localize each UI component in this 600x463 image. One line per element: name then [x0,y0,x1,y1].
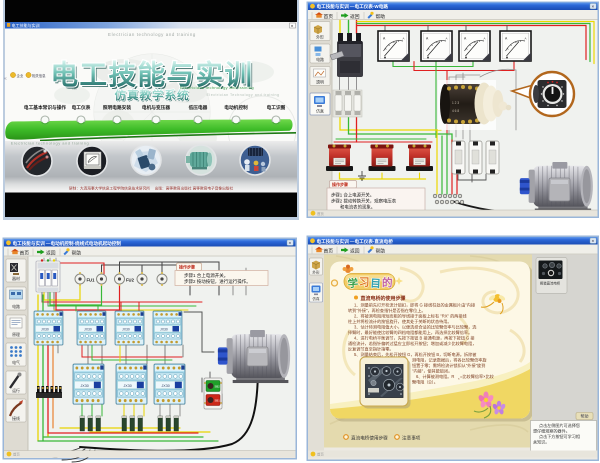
svg-text:1、测量前先打开检流计锁扣，即将 G 接线柱处的金属板片由": 1、测量前先打开检流计锁扣，即将 G 接线柱处的金属板片由"内接 [354,302,475,308]
svg-text:1 2 3: 1 2 3 [452,101,459,105]
svg-text:x: x [458,376,460,380]
svg-text:"内接"，使其能锁闭。: "内接"，使其能锁闭。 [412,368,452,374]
svg-text:4、进行电桥平衡调节，先按下按钮 B 接通电源，再按下按钮: 4、进行电桥平衡调节，先按下按钮 B 接通电源，再按下按钮 G 接 [354,335,475,341]
svg-text:电动机控制: 电动机控制 [224,104,248,111]
svg-text:×: × [289,241,292,246]
svg-text:通检流计，若指针偏转过猛应立即松开按钮；增加或减少比较臂电阻: 通检流计，若指针偏转过猛应立即松开按钮；增加或减少比较臂电阻， [348,340,476,346]
svg-text:运行: 运行 [12,388,20,393]
svg-text:电气: 电气 [12,360,20,365]
svg-text:步骤2 拨动转换开关，观察电压表: 步骤2 拨动转换开关，观察电压表 [331,198,397,205]
svg-text:原理: 原理 [12,332,20,337]
svg-text:钮置于零；需将检流计锁扣从"外接"旋到: 钮置于零；需将检流计锁扣从"外接"旋到 [412,362,485,368]
svg-text:首页: 首页 [317,211,324,216]
svg-text:电路: 电路 [12,304,20,309]
svg-text:照明电路安装: 照明电路安装 [103,104,131,111]
svg-text:择臂时，最好能使比较臂的四档电阻都能用上，再选择比较臂倍率。: 择臂时，最好能使比较臂的四档电阻都能用上，再选择比较臂倍率。 [348,329,472,335]
svg-text:直流电桥使用步骤: 直流电桥使用步骤 [351,435,388,442]
svg-text:企业: 企业 [17,73,24,78]
svg-text:电工技能与实训: 电工技能与实训 [51,59,254,90]
svg-text:×: × [291,23,294,28]
svg-text:接线: 接线 [12,416,20,421]
svg-text:器材: 器材 [12,276,20,281]
svg-text:FU1: FU1 [87,278,96,283]
svg-text:cc: cc [72,87,76,91]
svg-text:注意事项: 注意事项 [402,435,421,442]
svg-text:仿真: 仿真 [316,109,324,114]
svg-text:转到"外接"，再检查指针是否指在零位上。: 转到"外接"，再检查指针是否指在零位上。 [348,307,425,313]
svg-text:«: « [74,86,77,92]
svg-text:习: 习 [359,277,370,289]
svg-text:电工技能与实训 —电工仪表-W电路: 电工技能与实训 —电工仪表-W电路 [317,3,389,10]
svg-text:低压电器: 低压电器 [188,104,208,111]
svg-text:电工技能与实训: 电工技能与实训 [12,22,40,28]
svg-text:Electrician technology and tra: Electrician technology and training [108,32,196,37]
svg-text:SB2: SB2 [215,385,221,389]
svg-text:和电流表的现象。: 和电流表的现象。 [340,203,375,210]
svg-text:操作步骤: 操作步骤 [332,181,348,187]
svg-text:电工仪表: 电工仪表 [72,104,91,111]
svg-text:直流电桥的使用步骤: 直流电桥的使用步骤 [361,295,406,302]
svg-text:测电阻，记录数据后，将各比较臂倍率旋: 测电阻，记录数据后，将各比较臂倍率旋 [412,357,487,363]
svg-text:电工技能与实训 —电工仪表-直流电桥: 电工技能与实训 —电工仪表-直流电桥 [317,238,394,245]
svg-text:电工基本常识与操作: 电工基本常识与操作 [24,104,67,111]
svg-text:操作步骤: 操作步骤 [179,264,195,270]
svg-text:仿真教学系统: 仿真教学系统 [116,89,191,103]
svg-text:关知识。: 关知识。 [533,439,549,445]
svg-text:外形: 外形 [316,35,324,40]
svg-text:Electrician technology and: Electrician technology and training [11,141,89,146]
svg-text:仿真教学系统: 仿真教学系统 [115,88,190,102]
svg-text:帮助: 帮助 [581,413,589,419]
svg-text:Electrician Technology and: Electrician Technology and training [207,93,280,97]
svg-text:Electricians technology and tr: Electricians technology and training [180,85,254,90]
svg-text:2、将被测电阻用短而粗的导线接于面板上标有 "RX" 的两接: 2、将被测电阻用短而粗的导线接于面板上标有 "RX" 的两接线 [354,313,467,319]
svg-text:电工技能与实训: 电工技能与实训 [52,61,255,92]
svg-text:学: 学 [347,276,359,290]
svg-text:SB1: SB1 [215,399,221,403]
svg-text:6、计算被测电阻。R: 6、计算被测电阻。R [416,373,454,379]
svg-text:3、估计待测电阻值大小，以便选择合适的比较臂倍率与比较臂，选: 3、估计待测电阻值大小，以便选择合适的比较臂倍率与比较臂，选 [354,324,476,330]
svg-text:的: 的 [382,276,393,289]
svg-text:«: « [4,76,7,82]
svg-text:电工识图: 电工识图 [267,104,286,111]
svg-text:透明: 透明 [316,80,324,85]
svg-text:电机与变压器: 电机与变压器 [142,104,170,111]
svg-text:电工技能与实训 —电动机控制-绕线式电动机起动控制: 电工技能与实训 —电动机控制-绕线式电动机起动控制 [13,240,122,247]
svg-text:仿真: 仿真 [312,296,320,301]
svg-text:×: × [592,239,595,244]
svg-text:点击下方按钮可学习相: 点击下方按钮可学习相 [539,433,580,439]
svg-text:研制：大连海事大学信息工程学院信息技术研究所 出版：高等教: 研制：大连海事大学信息工程学院信息技术研究所 出版：高等教育出版社 高等教育电子… [69,186,234,191]
svg-text:柱上并将检流计的按钮旋开，使其处于关断的状态待用。: 柱上并将检流计的按钮旋开，使其处于关断的状态待用。 [348,318,452,324]
svg-text:想仔细观察的器件。: 想仔细观察的器件。 [533,428,570,434]
svg-text:步骤1 合上电源开关。: 步骤1 合上电源开关。 [184,272,228,279]
svg-text:目: 目 [370,278,381,291]
svg-text:携装直流电桥: 携装直流电桥 [540,281,561,286]
svg-text:=比较臂倍率×比较: =比较臂倍率×比较 [460,373,494,379]
svg-text:反复调节直至指针指零。: 反复调节直至指针指零。 [348,346,394,352]
svg-text:步骤1 合上电源开关。: 步骤1 合上电源开关。 [331,192,374,199]
svg-text:臂电阻（Ω）。: 臂电阻（Ω）。 [412,379,438,385]
svg-text:相关信息: 相关信息 [32,73,46,78]
svg-text:步骤2 按动按钮，进行运行操作。: 步骤2 按动按钮，进行运行操作。 [184,278,251,285]
svg-text:外形: 外形 [312,270,320,275]
svg-text:FU2: FU2 [126,278,135,283]
svg-text:点击左侧图片可选择您: 点击左侧图片可选择您 [539,422,580,428]
svg-text:电路: 电路 [316,57,324,62]
svg-text:首页: 首页 [317,452,324,457]
svg-text:5、测量结束后，先松开按钮 G，再松开按钮 B，切断电源。拆: 5、测量结束后，先松开按钮 G，再松开按钮 B，切断电源。拆除被 [354,351,476,357]
svg-text:首页: 首页 [13,452,20,457]
svg-text:×: × [592,4,595,9]
svg-text:4 6 8: 4 6 8 [452,109,459,113]
